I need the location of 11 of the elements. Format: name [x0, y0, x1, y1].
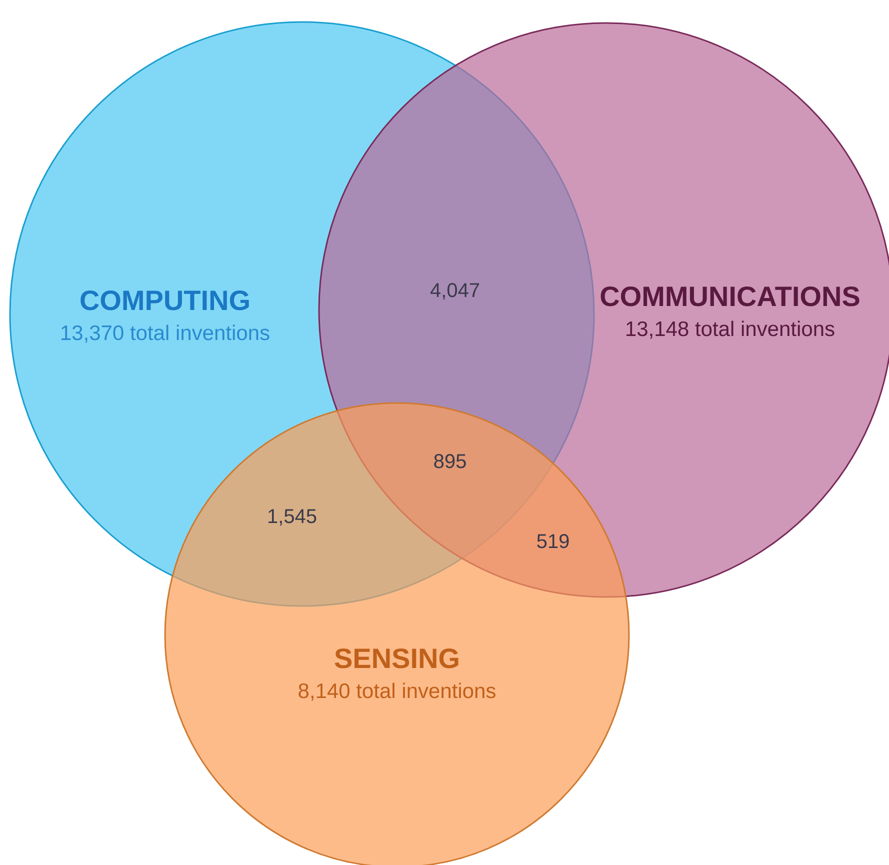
venn-circle [164, 402, 630, 865]
overlap-count: 1,545 [268, 509, 316, 526]
circle-title: COMMUNICATIONS [600, 286, 860, 306]
circle-title: COMPUTING [80, 290, 249, 310]
circle-subtitle: 13,148 total inventions [626, 320, 834, 339]
overlap-count: 519 [537, 534, 569, 548]
circle-subtitle: 8,140 total inventions [298, 682, 496, 701]
overlap-count: 895 [434, 454, 466, 468]
circle-subtitle: 13,370 total inventions [62, 324, 270, 343]
overlap-count: 4,047 [430, 283, 480, 300]
circle-title: SENSING [334, 648, 458, 668]
